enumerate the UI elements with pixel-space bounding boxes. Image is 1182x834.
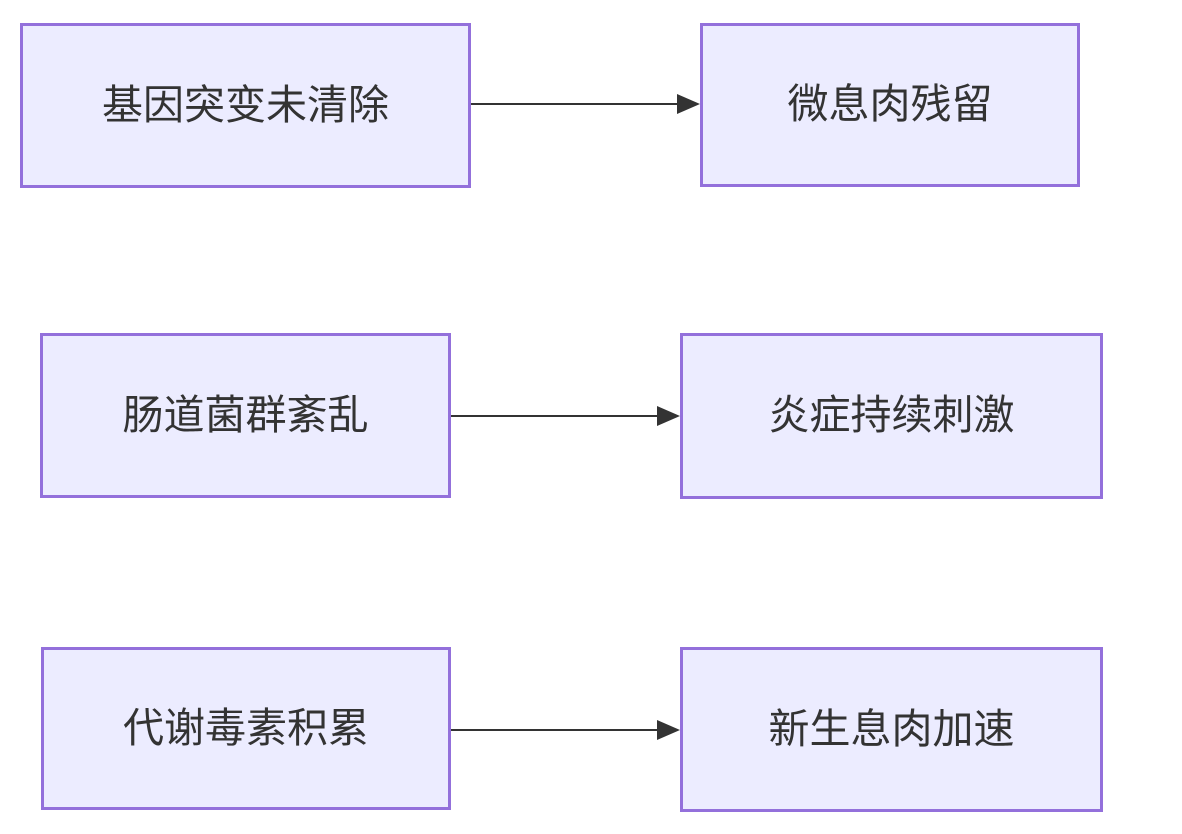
arrow-connector-row1 [471, 94, 700, 114]
node-label: 基因突变未清除 [102, 81, 389, 128]
arrow-line [451, 414, 657, 418]
node-label: 微息肉残留 [787, 81, 993, 128]
arrow-line [451, 728, 657, 732]
arrowhead-right-icon [657, 406, 680, 426]
node-label: 肠道菌群紊乱 [122, 391, 369, 438]
arrow-connector-row3 [451, 720, 680, 740]
arrowhead-right-icon [657, 720, 680, 740]
node-label: 炎症持续刺激 [768, 392, 1015, 439]
node-metabolic-toxin-accumulation: 代谢毒素积累 [41, 647, 451, 810]
arrow-line [471, 102, 677, 106]
arrow-connector-row2 [451, 406, 680, 426]
node-label: 新生息肉加速 [768, 705, 1015, 752]
node-label: 代谢毒素积累 [123, 704, 369, 751]
node-inflammation-persistent-stimulation: 炎症持续刺激 [680, 333, 1103, 499]
node-micro-polyp-residue: 微息肉残留 [700, 23, 1080, 187]
node-gene-mutation-not-cleared: 基因突变未清除 [20, 23, 471, 188]
arrowhead-right-icon [677, 94, 700, 114]
node-new-polyp-acceleration: 新生息肉加速 [680, 647, 1103, 812]
node-gut-flora-disorder: 肠道菌群紊乱 [40, 333, 451, 498]
